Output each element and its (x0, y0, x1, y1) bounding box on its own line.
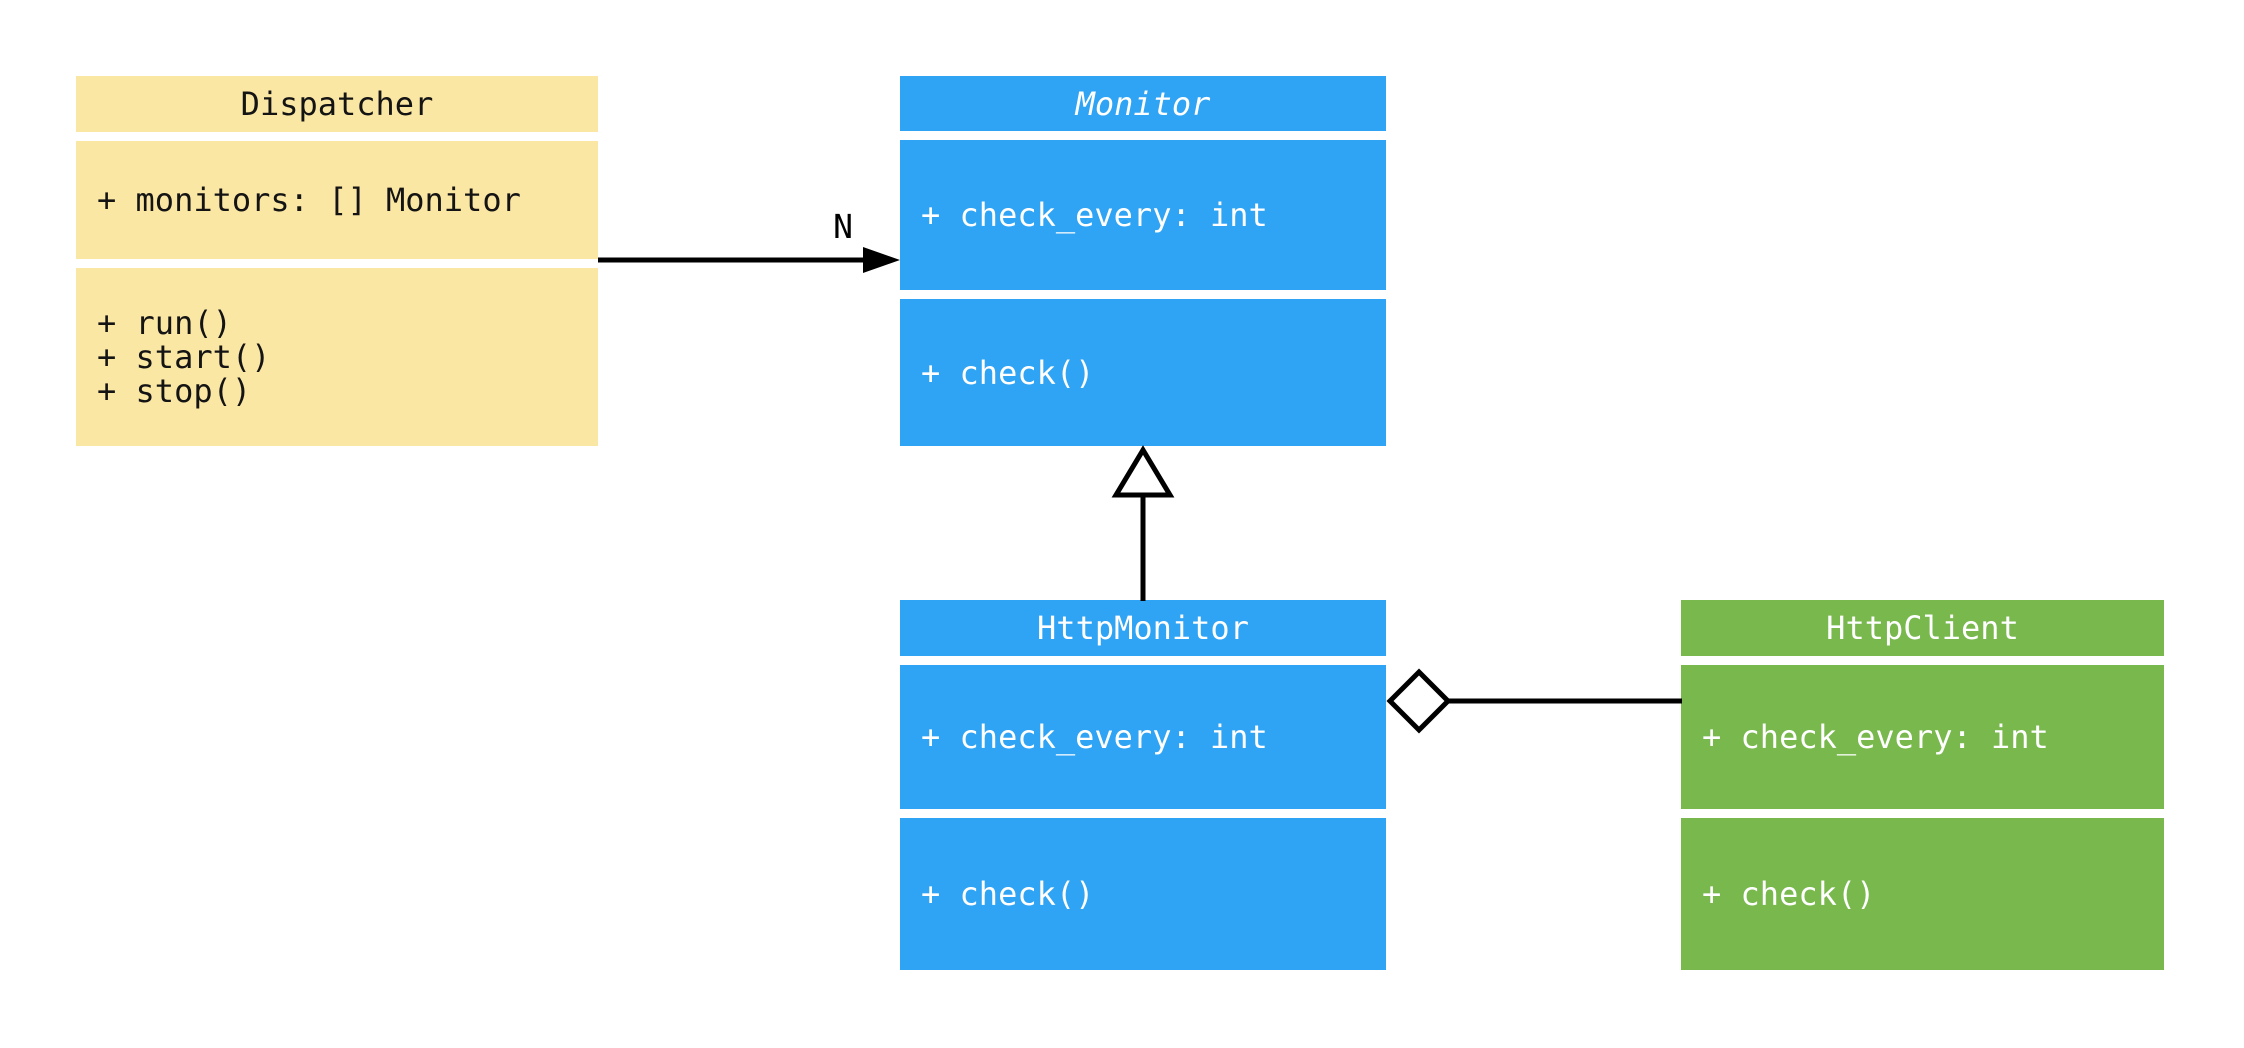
class-http-client-methods: + check() (1681, 818, 2164, 970)
class-monitor-attributes: + check_every: int (900, 140, 1386, 290)
association-arrowhead-icon (863, 247, 900, 273)
class-dispatcher-methods: + run() + start() + stop() (76, 268, 598, 446)
method-line: + check() (921, 875, 1095, 913)
method-line: + stop() (97, 372, 252, 410)
attribute-line: + monitors: [] Monitor (97, 181, 521, 219)
method-line: + check() (921, 353, 1095, 392)
class-http-monitor-methods: + check() (900, 818, 1386, 970)
method-line: + start() (97, 338, 271, 376)
method-line: + check() (1702, 875, 1876, 913)
class-http-monitor-attributes: + check_every: int (900, 665, 1386, 809)
class-http-monitor: HttpMonitor + check_every: int + check() (900, 600, 1386, 970)
class-dispatcher: Dispatcher + monitors: [] Monitor + run(… (76, 76, 598, 446)
attribute-line: + check_every: int (1702, 718, 2049, 756)
attribute-line: + check_every: int (921, 196, 1268, 234)
attribute-line: + check_every: int (921, 718, 1268, 756)
class-http-monitor-title: HttpMonitor (900, 600, 1386, 656)
class-http-client-attributes: + check_every: int (1681, 665, 2164, 809)
class-monitor-title: Monitor (900, 76, 1386, 131)
class-monitor-methods: + check() (900, 299, 1386, 446)
class-http-client-title: HttpClient (1681, 600, 2164, 656)
class-dispatcher-title: Dispatcher (76, 76, 598, 132)
method-line: + run() (97, 304, 232, 342)
class-http-client: HttpClient + check_every: int + check() (1681, 600, 2164, 970)
class-monitor: Monitor + check_every: int + check() (900, 76, 1386, 446)
class-dispatcher-attributes: + monitors: [] Monitor (76, 141, 598, 259)
inheritance-triangle-icon (1111, 445, 1175, 498)
association-multiplicity-label: N (833, 207, 853, 246)
aggregation-diamond-icon (1386, 668, 1452, 734)
